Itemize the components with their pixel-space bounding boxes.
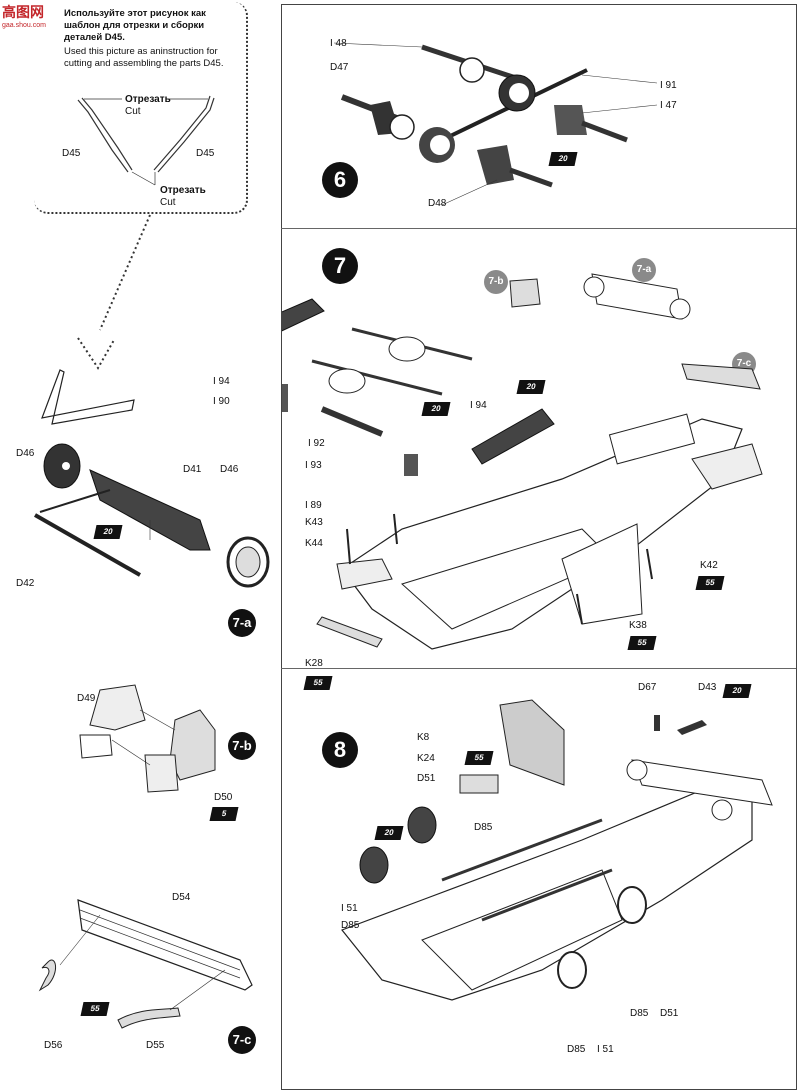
star-badge-step7-b: 20: [421, 402, 451, 416]
label-i92: I 92: [308, 438, 325, 449]
star-badge-7c: 55: [80, 1002, 110, 1016]
label-d42: D42: [16, 578, 35, 589]
template-drawing: [41, 95, 215, 425]
label-i47: I 47: [660, 100, 677, 111]
label-d51-top: D51: [417, 773, 436, 784]
label-i51-bottom: I 51: [597, 1044, 614, 1055]
star-badge-d43: 20: [722, 684, 752, 698]
label-d67: D67: [638, 682, 657, 693]
step-7-diagram: [282, 273, 763, 650]
label-d85-top: D85: [474, 822, 493, 833]
step-7c-diagram: [38, 899, 253, 1029]
divider-6-7: [281, 228, 796, 229]
star-badge-7a: 20: [93, 525, 123, 539]
star-badge-step6: 20: [548, 152, 578, 166]
step-7-badge: 7: [322, 248, 358, 284]
label-d54: D54: [172, 892, 191, 903]
label-k38: K38: [629, 620, 647, 631]
label-i94-left: I 94: [213, 376, 230, 387]
label-k42: K42: [700, 560, 718, 571]
label-d55: D55: [146, 1040, 165, 1051]
step-7c-badge: 7-c: [228, 1026, 256, 1054]
label-k44: K44: [305, 538, 323, 549]
note-text-en: Used this picture as aninstruction for c…: [64, 46, 224, 69]
watermark-title: 高图网: [2, 4, 44, 20]
template-note: Используйте этот рисунок как шаблон для …: [64, 8, 244, 70]
label-d48: D48: [428, 198, 447, 209]
label-d85-right: D85: [630, 1008, 649, 1019]
cut-label-ru-bottom: Отрезать: [160, 185, 206, 196]
step-6-badge: 6: [322, 162, 358, 198]
label-d85-bottom: D85: [567, 1044, 586, 1055]
star-badge-k38: 55: [627, 636, 657, 650]
cut-label-ru-left: Отрезать: [125, 94, 171, 105]
star-badge-k24: 55: [464, 751, 494, 765]
label-k28: K28: [305, 658, 323, 669]
note-text-ru: Используйте этот рисунок как шаблон для …: [64, 8, 206, 43]
steps-frame: [281, 4, 797, 1090]
template-note-frame: [34, 2, 248, 214]
star-badge-step7-a: 20: [516, 380, 546, 394]
cut-label-en-left: Cut: [125, 106, 141, 117]
step-7a-badge: 7-a: [228, 609, 256, 637]
label-i48: I 48: [330, 38, 347, 49]
label-i90: I 90: [213, 396, 230, 407]
label-k8: K8: [417, 732, 430, 743]
star-badge-step8-left: 20: [374, 826, 404, 840]
step-7b-diagram: [79, 684, 216, 793]
label-d49: D49: [77, 693, 96, 704]
label-d50: D50: [214, 792, 233, 803]
label-i94-right: I 94: [470, 400, 487, 411]
label-i51-left: I 51: [341, 903, 358, 914]
label-d46-right: D46: [220, 464, 239, 475]
part-label-d45-right: D45: [196, 148, 215, 159]
step-6-diagram: [333, 42, 658, 206]
label-i93: I 93: [305, 460, 322, 471]
step-8-diagram: [341, 699, 773, 1001]
label-d41: D41: [183, 464, 202, 475]
label-k43: K43: [305, 517, 323, 528]
cut-label-en-bottom: Cut: [160, 197, 176, 208]
label-d51-right: D51: [660, 1008, 679, 1019]
label-k24: K24: [417, 753, 435, 764]
label-i89: I 89: [305, 500, 322, 511]
part-label-d45-left: D45: [62, 148, 81, 159]
star-badge-7b: 5: [209, 807, 239, 821]
label-d56: D56: [44, 1040, 63, 1051]
label-d85-left: D85: [341, 920, 360, 931]
step-7a-diagram: [34, 443, 270, 588]
site-watermark: 高图网 gaa.shou.com: [2, 2, 46, 29]
label-i91: I 91: [660, 80, 677, 91]
step-7b-badge: 7-b: [228, 732, 256, 760]
ref-badge-7b: 7-b: [484, 270, 508, 294]
label-d47: D47: [330, 62, 349, 73]
label-d46-left: D46: [16, 448, 35, 459]
watermark-url: gaa.shou.com: [2, 22, 46, 29]
ref-badge-7a: 7-a: [632, 258, 656, 282]
divider-7-8: [281, 668, 796, 669]
star-badge-k42: 55: [695, 576, 725, 590]
label-d43: D43: [698, 682, 717, 693]
step-8-badge: 8: [322, 732, 358, 768]
